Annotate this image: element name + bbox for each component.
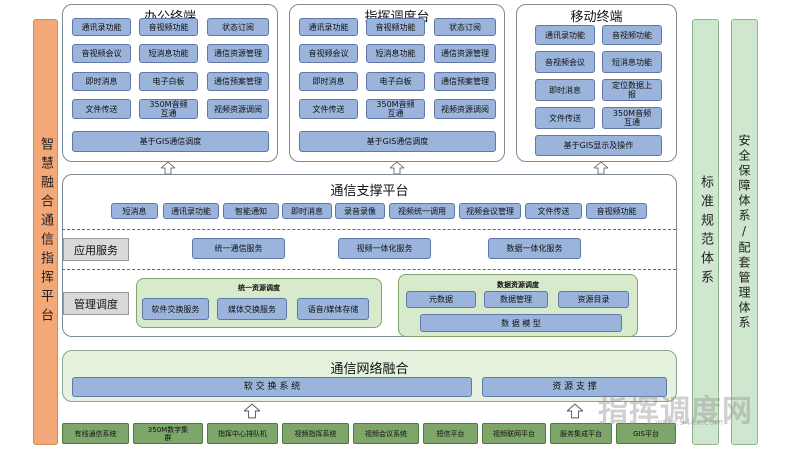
network-convergence-title: 通信网络融合: [330, 362, 409, 377]
office-item: 视频资源调阅: [207, 99, 269, 119]
command-item: 文件传送: [299, 99, 358, 119]
resource-support: 资 源 支 撑: [482, 377, 667, 397]
data-item: 数据管理: [484, 291, 548, 308]
bottom-system: GIS平台: [616, 423, 676, 444]
command-item: 短消息功能: [366, 44, 425, 63]
mobile-item: 音视频会议: [535, 51, 595, 73]
support-top-item: 即时消息: [282, 203, 332, 219]
mobile-item: 短消息功能: [602, 51, 662, 73]
bottom-system: 有线通信系统: [62, 423, 129, 444]
divider-line: [62, 269, 676, 270]
bottom-system: 服务集成平台: [550, 423, 612, 444]
support-top-item: 通讯录功能: [163, 203, 219, 219]
bottom-system: 短信平台: [423, 423, 478, 444]
support-top-item: 智能通知: [223, 203, 279, 219]
standards-bar: 标准规范体系: [692, 19, 719, 445]
mobile-item: 文件传送: [535, 107, 595, 129]
up-arrow-icon: [594, 162, 608, 174]
command-item: 电子白板: [366, 72, 425, 91]
office-item: 即时消息: [72, 72, 131, 91]
resource-item: 软件交换服务: [142, 298, 209, 320]
command-item: 通信预案管理: [434, 72, 496, 91]
office-terminal-panel: 办公终端 通讯录功能 音视频功能 状态订阅 音视频会议 短消息功能 通信资源管理…: [62, 4, 278, 162]
up-arrow-icon: [567, 403, 583, 419]
support-top-item: 视频统一调用: [389, 203, 455, 219]
support-platform-title: 通信支撑平台: [330, 184, 409, 199]
command-item: 状态订阅: [434, 18, 496, 36]
command-item: 音视频会议: [299, 44, 358, 63]
watermark-url: www.94ec.com: [655, 418, 724, 428]
app-service-label: 应用服务: [63, 238, 129, 261]
office-item: 音视频会议: [72, 44, 131, 63]
support-top-item: 文件传送: [525, 203, 582, 219]
command-gis-dispatch: 基于GIS通信调度: [299, 131, 496, 152]
mobile-terminal-title: 移动终端: [570, 10, 623, 25]
bottom-system: 视频会议系统: [353, 423, 419, 444]
command-item: 350M音频 互通: [366, 99, 425, 119]
office-gis-dispatch: 基于GIS通信调度: [72, 131, 269, 152]
app-service-item: 视频一体化服务: [338, 238, 431, 259]
office-item: 通信预案管理: [207, 72, 269, 91]
support-top-item: 音视频功能: [586, 203, 647, 219]
bottom-system: 350M数字集 群: [133, 423, 203, 444]
management-label: 管理调度: [63, 292, 129, 315]
bottom-system: 视频指挥系统: [282, 423, 349, 444]
mobile-item: 通讯录功能: [535, 25, 595, 45]
office-item: 通信资源管理: [207, 44, 269, 63]
left-platform-bar: 智慧融合通信指挥平台: [33, 19, 58, 445]
mobile-terminal-panel: 移动终端 通讯录功能 音视频功能 音视频会议 短消息功能 即时消息 定位数据上 …: [516, 4, 677, 162]
bottom-system: 指挥中心排队机: [207, 423, 278, 444]
mobile-gis-display: 基于GIS显示及操作: [535, 135, 662, 156]
left-platform-label: 智慧融合通信指挥平台: [38, 137, 53, 327]
command-console-panel: 指挥调度台 通讯录功能 音视频功能 状态订阅 音视频会议 短消息功能 通信资源管…: [289, 4, 505, 162]
data-dispatch-title: 数据资源调度: [497, 281, 539, 289]
up-arrow-icon: [390, 162, 404, 174]
office-item: 短消息功能: [139, 44, 198, 63]
mobile-item: 音视频功能: [602, 25, 662, 45]
app-service-item: 统一通信服务: [192, 238, 285, 259]
office-item: 通讯录功能: [72, 18, 131, 36]
command-item: 音视频功能: [366, 18, 425, 36]
command-item: 即时消息: [299, 72, 358, 91]
divider-line: [62, 229, 676, 230]
office-item: 状态订阅: [207, 18, 269, 36]
soft-switch-system: 软 交 换 系 统: [72, 377, 472, 397]
watermark: 指挥调度网: [598, 394, 753, 429]
office-item: 音视频功能: [139, 18, 198, 36]
data-model: 数 据 模 型: [420, 314, 622, 332]
security-bar: 安全保障体系/配套管理体系: [731, 19, 758, 445]
office-item: 350M音频 互通: [139, 99, 198, 119]
security-label: 安全保障体系/配套管理体系: [737, 133, 751, 331]
support-top-item: 录音录像: [335, 203, 385, 219]
up-arrow-icon: [161, 162, 175, 174]
standards-label: 标准规范体系: [698, 175, 713, 289]
support-top-item: 视频会议管理: [459, 203, 521, 219]
resource-item: 媒体交换服务: [217, 298, 287, 320]
office-item: 文件传送: [72, 99, 131, 119]
mobile-item: 350M音频 互通: [602, 107, 662, 129]
resource-item: 语音/媒体存储: [297, 298, 369, 320]
bottom-system: 视频联网平台: [482, 423, 546, 444]
command-item: 视频资源调阅: [434, 99, 496, 119]
app-service-item: 数据一体化服务: [488, 238, 581, 259]
support-top-item: 短消息: [111, 203, 158, 219]
office-item: 电子白板: [139, 72, 198, 91]
up-arrow-icon: [244, 403, 260, 419]
command-item: 通信资源管理: [434, 44, 496, 63]
resource-dispatch-title: 统一资源调度: [238, 284, 280, 292]
mobile-item: 定位数据上 报: [602, 79, 662, 101]
mobile-item: 即时消息: [535, 79, 595, 101]
data-item: 元数据: [406, 291, 476, 308]
data-item: 资源目录: [558, 291, 629, 308]
command-item: 通讯录功能: [299, 18, 358, 36]
